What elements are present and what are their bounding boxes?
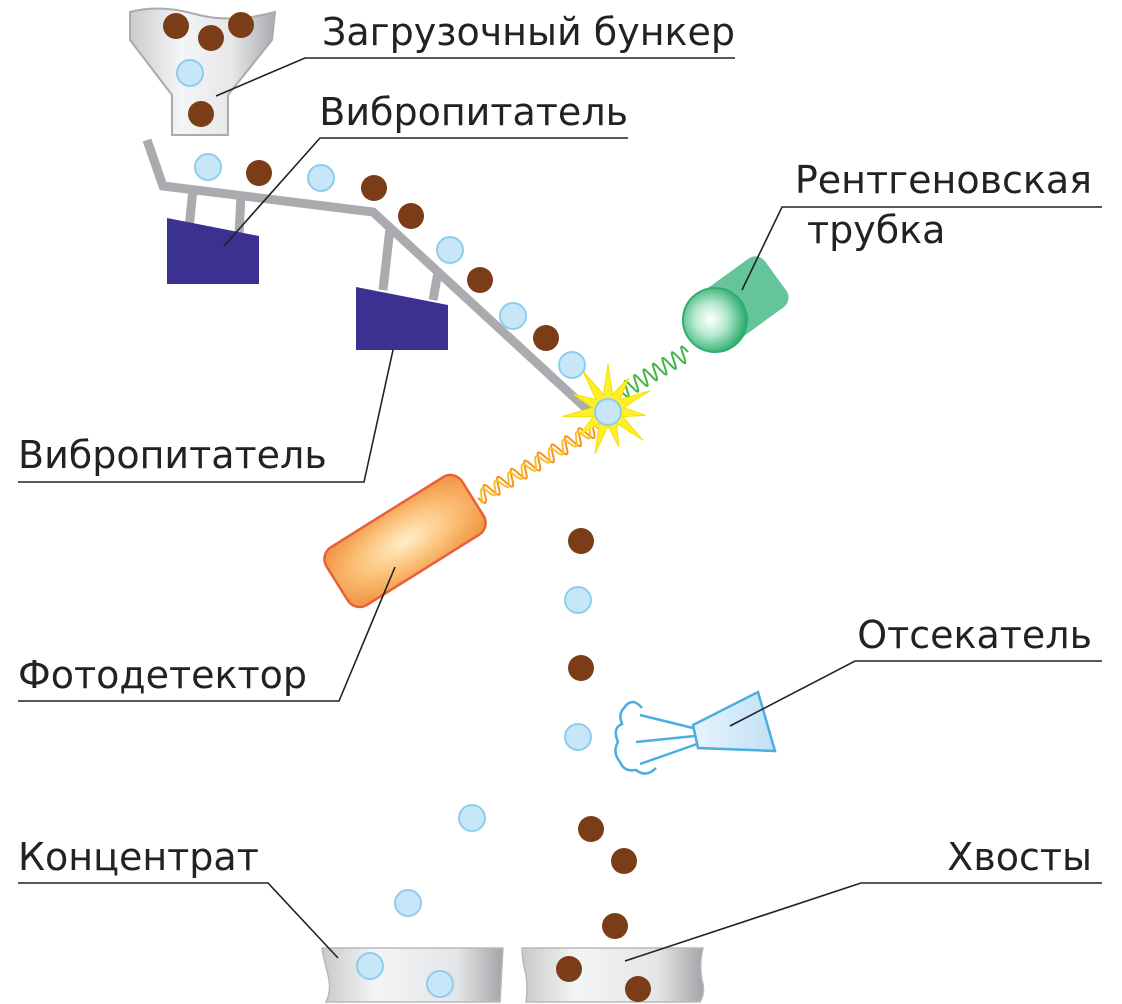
leader-xray xyxy=(741,206,1102,291)
label-concentrate: Концентрат xyxy=(18,835,259,879)
waste-particle xyxy=(499,302,527,330)
ore-particle xyxy=(228,12,254,38)
ore-particle xyxy=(625,976,651,1002)
waste-particle xyxy=(426,970,454,998)
ore-particle xyxy=(602,913,628,939)
label-photodetector: Фотодетектор xyxy=(18,653,307,697)
leader-tailings xyxy=(624,882,1102,962)
concentrate-bin xyxy=(321,947,504,1003)
ore-particle xyxy=(611,848,637,874)
particles xyxy=(163,12,651,1002)
leader-feeder-2 xyxy=(18,349,394,483)
ore-particle xyxy=(361,175,387,201)
vibrating-feeder-motor-1 xyxy=(167,218,259,284)
label-vibrating-feeder-1: Вибропитатель xyxy=(319,90,628,134)
label-tailings: Хвосты xyxy=(947,835,1092,879)
waste-particle xyxy=(194,153,222,181)
waste-particle xyxy=(564,586,592,614)
ore-particle xyxy=(568,528,594,554)
ore-particle xyxy=(246,160,272,186)
ore-particle xyxy=(163,13,189,39)
ore-particle xyxy=(556,956,582,982)
leader-concentrate xyxy=(18,882,339,959)
photodetector-device xyxy=(323,473,487,609)
waste-particle xyxy=(594,398,622,426)
vibrating-chute xyxy=(142,138,594,416)
xray-tube xyxy=(682,256,789,353)
ejector-nozzle xyxy=(614,690,777,775)
ore-particle xyxy=(398,203,424,229)
label-vibrating-feeder-2: Вибропитатель xyxy=(18,433,327,477)
leader-lines xyxy=(18,57,1102,962)
vibrating-feeder-motor-2 xyxy=(356,287,448,350)
leader-photodetector xyxy=(18,566,396,702)
waste-particle xyxy=(558,351,586,379)
fluorescence-wave xyxy=(477,419,601,504)
waste-particle xyxy=(176,59,204,87)
ore-particle xyxy=(568,655,594,681)
waste-particle xyxy=(356,952,384,980)
label-xray-tube-line-1: Рентгеновская xyxy=(795,158,1092,202)
xray-incident-wave xyxy=(621,345,689,399)
waste-particle xyxy=(564,723,592,751)
leader-hopper xyxy=(215,57,735,97)
fluorescence-wave-inner xyxy=(479,422,604,504)
ore-particle xyxy=(533,325,559,351)
waste-particle xyxy=(307,164,335,192)
waste-particle xyxy=(394,889,422,917)
waste-particle xyxy=(436,236,464,264)
label-xray-tube-line-2: трубка xyxy=(807,208,945,252)
ore-particle xyxy=(198,25,224,51)
label-loading-hopper: Загрузочный бункер xyxy=(322,10,735,54)
ore-particle xyxy=(188,101,214,127)
waste-particle xyxy=(458,804,486,832)
tailings-bin xyxy=(521,947,705,1003)
label-ejector: Отсекатель xyxy=(857,613,1092,657)
ore-particle xyxy=(578,816,604,842)
leader-ejector xyxy=(729,660,1102,727)
leader-feeder-1 xyxy=(223,137,628,247)
ore-particle xyxy=(467,267,493,293)
